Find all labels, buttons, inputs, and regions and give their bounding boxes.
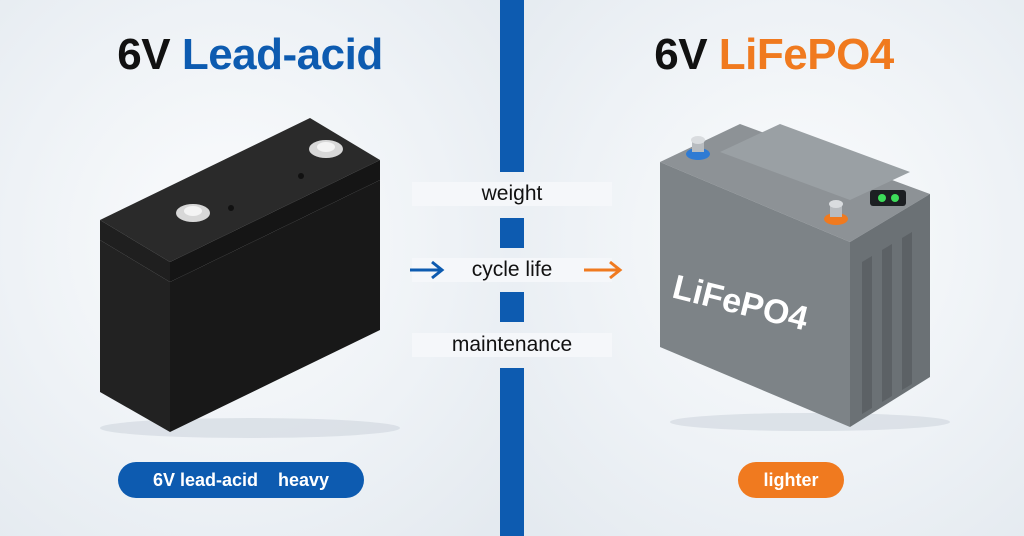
lead-acid-title-accent: Lead-acid — [181, 30, 383, 79]
arrow-right-icon — [584, 260, 623, 280]
lead-acid-battery-image — [100, 118, 400, 438]
lifepo4-battery-image — [660, 124, 950, 431]
comparison-weight: weight — [412, 182, 612, 206]
lifepo4-title: 6V LiFePO4 — [524, 30, 1024, 80]
arrow-right-icon — [410, 260, 445, 280]
lead-acid-title: 6V Lead-acid — [0, 30, 500, 80]
lead-acid-badge: 6V lead-acid heavy — [118, 462, 364, 498]
lead-acid-title-prefix: 6V — [117, 30, 171, 79]
center-divider — [500, 0, 524, 536]
lifepo4-title-accent: LiFePO4 — [718, 30, 895, 79]
lifepo4-badge: lighter — [738, 462, 844, 498]
lifepo4-title-prefix: 6V — [654, 30, 708, 79]
comparison-cycle-life: cycle life — [412, 258, 612, 282]
comparison-maintenance: maintenance — [412, 333, 612, 357]
